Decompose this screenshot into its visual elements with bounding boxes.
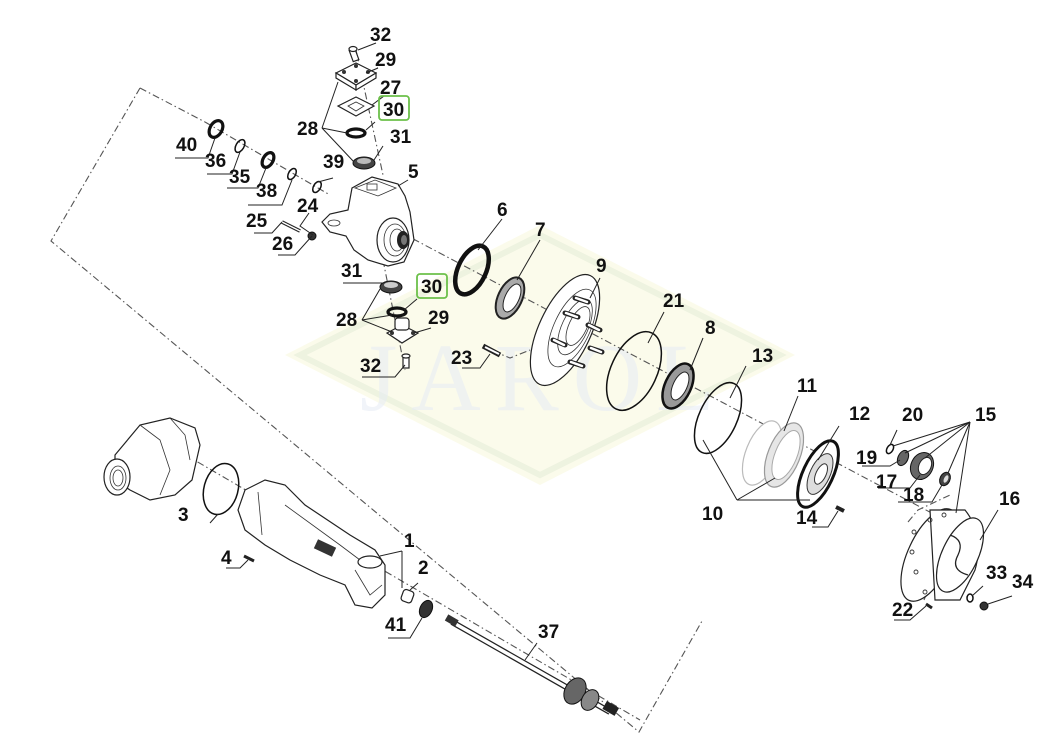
axis-line xyxy=(139,87,206,123)
part-19-washer[interactable] xyxy=(895,449,911,468)
part-13-snap-ring[interactable] xyxy=(685,376,752,461)
part-41-seal[interactable] xyxy=(417,598,435,619)
callout-10[interactable]: 10 xyxy=(702,504,723,525)
callout-40[interactable]: 40 xyxy=(176,135,197,156)
part-21-o-ring[interactable] xyxy=(595,323,672,419)
callout-33[interactable]: 33 xyxy=(986,563,1007,584)
part-14-bolt[interactable] xyxy=(835,505,845,513)
callout-35[interactable]: 35 xyxy=(229,167,251,188)
callout-12[interactable]: 12 xyxy=(849,404,870,425)
highlight-box-30-top xyxy=(378,95,410,121)
part-39-o-ring[interactable] xyxy=(311,180,323,194)
part-37-drive-shaft[interactable] xyxy=(444,614,620,716)
callout-7[interactable]: 7 xyxy=(535,220,546,241)
callout-37[interactable]: 37 xyxy=(538,622,559,643)
part-3-o-ring[interactable] xyxy=(198,459,244,518)
part-2-bushing[interactable] xyxy=(400,588,415,604)
callout-1[interactable]: 1 xyxy=(404,531,415,552)
part-20-snap-ring[interactable] xyxy=(885,443,895,455)
callout-25[interactable]: 25 xyxy=(246,211,268,232)
axis-line xyxy=(382,259,406,371)
part-25-pin[interactable] xyxy=(281,220,301,233)
callout-31b[interactable]: 31 xyxy=(341,261,363,282)
callout-28b[interactable]: 28 xyxy=(336,310,357,331)
highlight-box-30-bottom xyxy=(416,273,448,299)
part-1-axle-housing[interactable] xyxy=(237,479,386,609)
callout-22[interactable]: 22 xyxy=(892,600,913,621)
callout-30[interactable]: 30 xyxy=(383,100,404,121)
part-18-washer[interactable] xyxy=(938,471,953,488)
part-31-bearing-bottom[interactable] xyxy=(379,280,403,294)
part-29-cap-top[interactable] xyxy=(334,62,378,92)
part-35-o-ring[interactable] xyxy=(286,167,298,181)
callout-13[interactable]: 13 xyxy=(752,346,773,367)
part-5-steering-knuckle[interactable] xyxy=(321,176,415,267)
part-38-seal[interactable] xyxy=(260,151,277,170)
part-12-gear-carrier[interactable] xyxy=(789,435,847,513)
part-32-bolt-bottom[interactable] xyxy=(401,353,411,369)
axis-line xyxy=(159,439,641,721)
axis-line xyxy=(907,494,951,523)
part-7-bearing[interactable] xyxy=(490,273,530,323)
part-40-seal[interactable] xyxy=(206,118,225,140)
assembly-boundary xyxy=(50,87,703,733)
callout-28[interactable]: 28 xyxy=(297,119,318,140)
callout-19[interactable]: 19 xyxy=(856,448,877,469)
part-27-shim-plate[interactable] xyxy=(336,96,376,117)
callout-34[interactable]: 34 xyxy=(1012,572,1034,593)
callout-2[interactable]: 2 xyxy=(418,558,429,579)
axis-line xyxy=(399,231,961,529)
leader-lines xyxy=(175,42,1013,661)
callout-11[interactable]: 11 xyxy=(797,376,818,397)
callout-labels: 32 29 27 30 28 31 39 5 40 36 35 38 24 25… xyxy=(176,25,1034,643)
part-16-hub-cap[interactable] xyxy=(889,500,993,609)
part-33-o-ring[interactable] xyxy=(966,593,974,603)
part-11-ring-gear[interactable] xyxy=(734,415,811,492)
callout-4[interactable]: 4 xyxy=(221,548,232,569)
callout-32[interactable]: 32 xyxy=(370,25,391,46)
callout-30b[interactable]: 30 xyxy=(421,277,442,298)
callout-29[interactable]: 29 xyxy=(375,50,396,71)
callout-27[interactable]: 27 xyxy=(380,78,401,99)
callout-9[interactable]: 9 xyxy=(596,256,607,277)
part-34-drain-plug[interactable] xyxy=(979,601,989,611)
part-30-seal-top[interactable] xyxy=(345,127,367,139)
callout-39[interactable]: 39 xyxy=(323,152,344,173)
callout-14[interactable]: 14 xyxy=(796,508,818,529)
part-29-cap-bottom[interactable] xyxy=(385,317,420,344)
part-30-seal-bottom[interactable] xyxy=(386,306,408,318)
axis-line xyxy=(204,121,331,196)
part-36-snap-ring[interactable] xyxy=(233,138,247,154)
part-9-wheel-hub[interactable] xyxy=(516,265,614,396)
callout-29b[interactable]: 29 xyxy=(428,308,449,329)
callout-36[interactable]: 36 xyxy=(205,151,226,172)
part-differential-housing xyxy=(103,417,201,501)
callout-17[interactable]: 17 xyxy=(876,472,897,493)
callout-23[interactable]: 23 xyxy=(451,348,472,369)
callout-15[interactable]: 15 xyxy=(975,405,997,426)
part-31-bearing-top[interactable] xyxy=(352,156,376,170)
part-32-bolt-top[interactable] xyxy=(348,45,360,63)
part-17-planet-gear[interactable] xyxy=(906,449,938,484)
callout-38[interactable]: 38 xyxy=(256,181,277,202)
callout-6[interactable]: 6 xyxy=(497,200,508,221)
callout-20[interactable]: 20 xyxy=(902,405,923,426)
callout-18[interactable]: 18 xyxy=(903,485,924,506)
callout-5[interactable]: 5 xyxy=(408,162,419,183)
callout-8[interactable]: 8 xyxy=(705,318,716,339)
part-4-bolt[interactable] xyxy=(243,554,255,563)
callout-24[interactable]: 24 xyxy=(297,196,319,217)
callout-32b[interactable]: 32 xyxy=(360,356,381,377)
callout-41[interactable]: 41 xyxy=(385,615,407,636)
callout-31[interactable]: 31 xyxy=(390,127,412,148)
part-6-seal[interactable] xyxy=(448,241,495,300)
part-23-stud[interactable] xyxy=(481,343,502,358)
callout-26[interactable]: 26 xyxy=(272,234,293,255)
part-8-bearing[interactable] xyxy=(656,359,700,413)
callout-16[interactable]: 16 xyxy=(999,489,1020,510)
callout-21[interactable]: 21 xyxy=(663,291,685,312)
callout-3[interactable]: 3 xyxy=(178,505,189,526)
part-22-plug[interactable] xyxy=(925,602,933,610)
